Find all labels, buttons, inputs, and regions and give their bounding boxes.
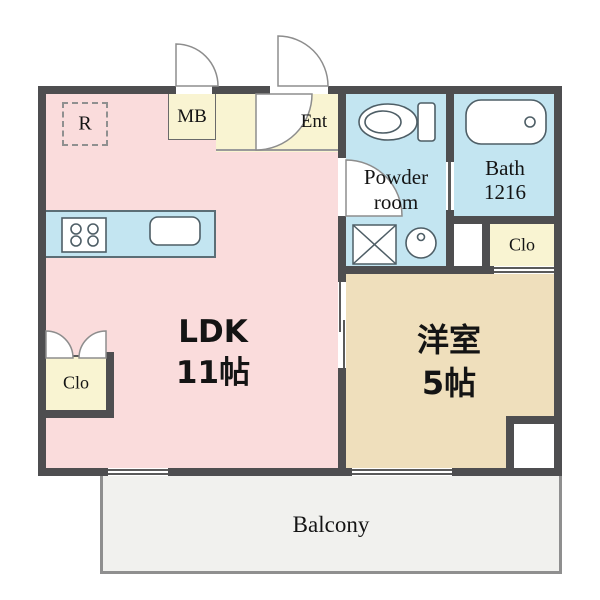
bath-label-size: 1216 [484, 180, 526, 204]
entrance-label: Ent [300, 111, 328, 132]
bedroom-label: 洋室 5帖 [417, 319, 481, 405]
wall [38, 86, 46, 476]
ldk-label: LDK 11帖 [176, 312, 250, 394]
refrigerator-space-box [62, 102, 108, 146]
powder-room-label-line1: Powder [363, 165, 429, 189]
powder-room-door-swing-icon [345, 159, 403, 217]
meter-box-door-swing-icon [175, 43, 219, 87]
washing-machine-pan-icon [352, 224, 397, 265]
stove-icon [61, 217, 107, 253]
closet-right-label: Clo [508, 234, 536, 255]
bathtub-icon [465, 99, 547, 145]
wall [168, 468, 352, 476]
wall [446, 210, 454, 274]
closet-right-door-line [494, 267, 554, 269]
closet-left-label: Clo [62, 372, 90, 393]
ldk-balcony-window [108, 473, 168, 475]
wall [506, 416, 554, 424]
wall [338, 368, 346, 468]
meter-box-label: MB [177, 106, 207, 127]
meter-box [168, 94, 216, 140]
powder-room-label: Powder room [364, 165, 428, 215]
wall [338, 216, 346, 282]
bedroom-label-name: 洋室 [416, 321, 482, 359]
wall [446, 216, 554, 224]
bedroom-sliding-door-icon [339, 282, 341, 332]
powder-room-label-line2: room [373, 190, 419, 214]
bedroom-sliding-door-icon [343, 320, 345, 368]
balcony-label: Balcony [292, 512, 370, 537]
vanity-sink-icon [405, 227, 437, 259]
wall [554, 86, 562, 476]
bath-label-name: Bath [485, 156, 525, 180]
wall [338, 94, 346, 158]
entrance-door-swing-icon [277, 35, 329, 87]
pipe-shaft [454, 224, 482, 266]
toilet-icon [358, 102, 436, 142]
refrigerator-label: R [78, 112, 92, 135]
bedroom-balcony-window [352, 473, 452, 475]
closet-double-door-swing-icon [78, 330, 107, 359]
ldk-label-size: 11帖 [175, 355, 251, 391]
closet-right-door-line [494, 271, 554, 273]
ldk-balcony-window [108, 469, 168, 471]
wall [446, 94, 454, 162]
entry-inner-door-swing-icon [255, 93, 313, 151]
wall [38, 86, 176, 94]
closet-left-floor [46, 356, 106, 410]
bedroom-balcony-window [352, 469, 452, 471]
wall [212, 86, 270, 94]
wall [346, 266, 494, 274]
balcony-floor [100, 476, 562, 574]
bath-door-icon [448, 162, 451, 210]
wall [452, 468, 562, 476]
structural-notch [514, 424, 554, 468]
entrance-step-line [216, 149, 338, 151]
wall [38, 468, 108, 476]
closet-double-door-swing-icon [45, 330, 74, 359]
wall [328, 86, 562, 94]
wall [106, 352, 114, 418]
wall [38, 410, 114, 418]
bedroom-label-size: 5帖 [421, 364, 477, 402]
kitchen-sink-icon [149, 216, 201, 246]
wall [482, 224, 490, 266]
bath-label: Bath 1216 [484, 156, 526, 204]
wall [506, 416, 514, 468]
ldk-label-name: LDK [178, 314, 248, 350]
closet-left-door-line [46, 355, 106, 357]
closet-right-floor [490, 224, 554, 266]
